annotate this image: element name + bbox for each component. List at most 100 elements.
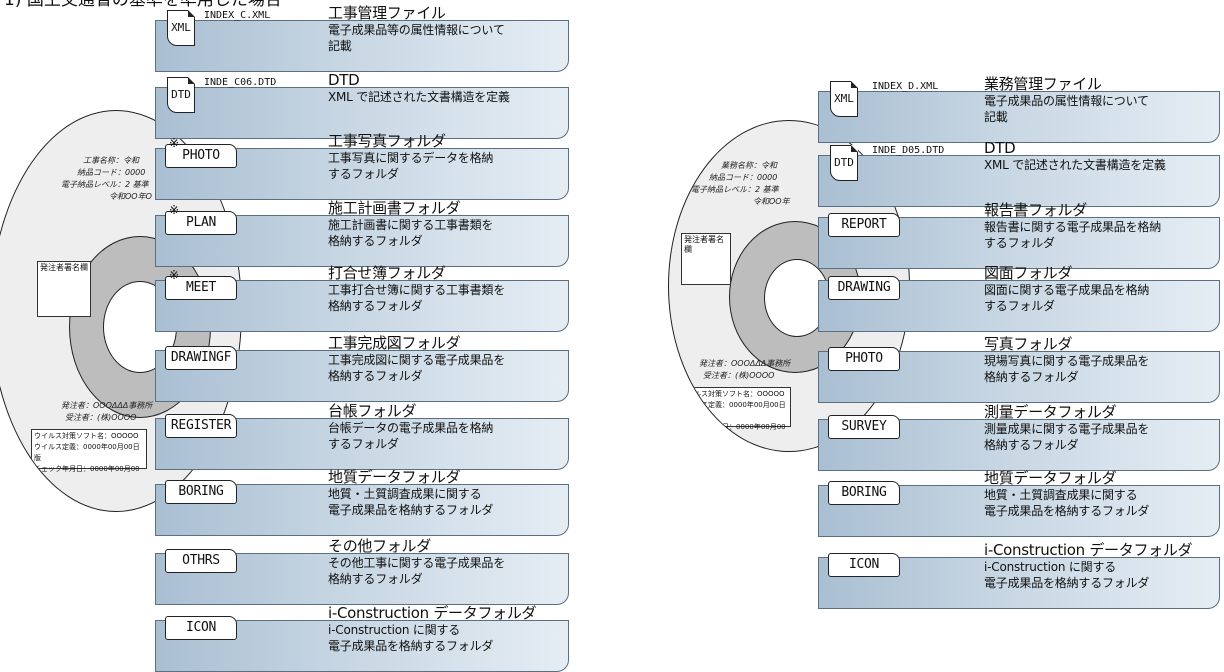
folder-title: DTD: [328, 71, 360, 89]
folder-tab-meet[interactable]: MEET: [165, 276, 237, 300]
folder-title: 工事完成図フォルダ: [328, 334, 461, 352]
folder-description: 工事打合せ簿に関する工事書類を: [328, 283, 506, 297]
folder-description: 格納するフォルダ: [328, 299, 423, 313]
xml-file-icon: XML: [830, 81, 858, 117]
disc-label-line: 受注者：(株)OOOO: [65, 413, 137, 422]
disc-label-line: 発注者：OOOΔΔΔ事務所: [61, 401, 153, 410]
folder-tab-othrs[interactable]: OTHRS: [165, 549, 237, 573]
folder-tab-drawingf[interactable]: DRAWINGF: [165, 346, 237, 370]
folder-description: 電子成果品を格納するフォルダ: [328, 639, 494, 653]
folder-tab-boring[interactable]: BORING: [165, 480, 237, 504]
file-name: INDEX_C.XML: [204, 10, 271, 21]
folder-title: 地質データフォルダ: [984, 469, 1117, 487]
folder-title: DTD: [984, 139, 1016, 157]
folder-description: 報告書に関する電子成果品を格納: [984, 220, 1162, 234]
folder-description: 電子成果品等の属性情報について: [328, 23, 505, 37]
folder-title: i-Construction データフォルダ: [984, 541, 1193, 559]
folder-tab-survey[interactable]: SURVEY: [828, 415, 900, 439]
folder-description: 工事写真に関するデータを格納: [328, 151, 494, 165]
folder-tab-drawing[interactable]: DRAWING: [828, 276, 900, 300]
required-mark: ※: [169, 268, 180, 282]
folder-description: その他工事に関する電子成果品を: [328, 556, 506, 570]
folder-description: XML で記述された文書構造を定義: [984, 158, 1166, 172]
folder-description: 格納するフォルダ: [328, 234, 423, 248]
folder-description: するフォルダ: [328, 437, 399, 451]
folder-bar: [818, 91, 1220, 143]
virus-line: チェック年月日：0000年00月00日: [680, 423, 786, 442]
folder-description: 格納するフォルダ: [328, 572, 423, 586]
folder-description: 電子成果品を格納するフォルダ: [984, 504, 1150, 518]
folder-title: 地質データフォルダ: [328, 468, 461, 486]
required-mark: ※: [169, 203, 180, 217]
folder-title: 台帳フォルダ: [328, 402, 417, 420]
folder-bar: [818, 280, 1220, 332]
folder-title: 測量データフォルダ: [984, 403, 1117, 421]
folder-title: 工事写真フォルダ: [328, 132, 446, 150]
disc-label-line: 令和OO年O: [109, 192, 152, 201]
folder-description: XML で記述された文書構造を定義: [328, 90, 510, 104]
folder-description: するフォルダ: [328, 167, 399, 181]
folder-description: 台帳データの電子成果品を格納: [328, 421, 494, 435]
folder-title: 業務管理ファイル: [984, 75, 1102, 93]
folder-description: するフォルダ: [984, 299, 1055, 313]
folder-description: 地質・土質調査成果に関する: [328, 487, 482, 501]
folder-title: その他フォルダ: [328, 537, 431, 555]
folder-description: 施工計画書に関する工事書類を: [328, 218, 494, 232]
folder-description: するフォルダ: [984, 236, 1055, 250]
folder-tab-report[interactable]: REPORT: [828, 213, 900, 237]
signature-box: 発注者署名欄: [37, 261, 91, 317]
folder-description: 記載: [328, 39, 352, 53]
folder-description: i-Construction に関する: [328, 623, 461, 637]
virus-line: ウイルス定義：0000年00月00日版: [34, 443, 140, 462]
disc-label-line: 受注者：(株)OOOO: [703, 371, 775, 380]
folder-tab-register[interactable]: REGISTER: [165, 414, 237, 438]
virus-line: チェック年月日：0000年00月00日: [34, 465, 140, 484]
folder-bar: [155, 20, 569, 72]
folder-description: 地質・土質調査成果に関する: [984, 488, 1138, 502]
virus-check-box: ウイルス対策ソフト名：OOOOO ウイルス定義：0000年00月00日版 チェッ…: [31, 429, 147, 484]
signature-box: 発注者署名欄: [681, 233, 731, 285]
folder-title: 図面フォルダ: [984, 264, 1073, 282]
folder-title: i-Construction データフォルダ: [328, 604, 537, 622]
folder-tab-icon[interactable]: ICON: [828, 553, 900, 577]
file-name: INDEX_D.XML: [872, 81, 939, 92]
signature-box-label: 発注者署名欄: [684, 235, 724, 254]
folder-bar: [155, 87, 569, 139]
folder-title: 工事管理ファイル: [328, 4, 446, 22]
folder-bar: [818, 155, 1220, 207]
virus-line: ウイルス対策ソフト名：OOOOO: [680, 390, 785, 398]
folder-title: 写真フォルダ: [984, 335, 1073, 353]
file-name: INDE_C06.DTD: [204, 77, 277, 88]
required-mark: ※: [169, 136, 180, 150]
xml-file-icon: XML: [167, 10, 195, 46]
folder-tab-plan[interactable]: PLAN: [165, 211, 237, 235]
folder-tab-photo[interactable]: PHOTO: [165, 144, 237, 168]
folder-description: 図面に関する電子成果品を格納: [984, 283, 1150, 297]
page-heading: 1) 国土交通省の基準を準用した場合: [4, 0, 282, 10]
disc-label-line: 発注者：OOOΔΔΔ事務所: [699, 359, 791, 368]
virus-check-box: ウイルス対策ソフト名：OOOOO ウイルス定義：0000年00月00日版 チェッ…: [677, 387, 791, 442]
folder-tab-icon[interactable]: ICON: [165, 616, 237, 640]
folder-description: 工事完成図に関する電子成果品を: [328, 353, 506, 367]
disc-label-line: 電子納品レベル：2 基準: [691, 185, 779, 194]
virus-line: ウイルス対策ソフト名：OOOOO: [34, 432, 139, 440]
folder-description: 電子成果品を格納するフォルダ: [328, 503, 494, 517]
folder-tab-boring[interactable]: BORING: [828, 481, 900, 505]
disc-label-line: 電子納品レベル：2 基準: [61, 180, 149, 189]
folder-description: 電子成果品を格納するフォルダ: [984, 576, 1150, 590]
virus-line: ウイルス定義：0000年00月00日版: [680, 401, 786, 420]
folder-description: 電子成果品の属性情報について: [984, 94, 1149, 108]
signature-box-label: 発注者署名欄: [40, 263, 88, 272]
disc-label-line: 納品コード：0000: [77, 168, 146, 177]
disc-label-line: 業務名称：令和: [721, 161, 777, 170]
disc-label-line: 令和OO年: [753, 197, 790, 206]
disc-label-line: 納品コード：0000: [709, 173, 778, 182]
folder-description: 格納するフォルダ: [328, 369, 423, 383]
folder-description: 格納するフォルダ: [984, 370, 1079, 384]
dtd-file-icon: DTD: [167, 77, 195, 113]
folder-title: 打合せ簿フォルダ: [328, 264, 446, 282]
folder-description: 記載: [984, 110, 1008, 124]
folder-description: i-Construction に関する: [984, 560, 1117, 574]
folder-description: 測量成果に関する電子成果品を: [984, 422, 1150, 436]
folder-tab-photo[interactable]: PHOTO: [828, 347, 900, 371]
